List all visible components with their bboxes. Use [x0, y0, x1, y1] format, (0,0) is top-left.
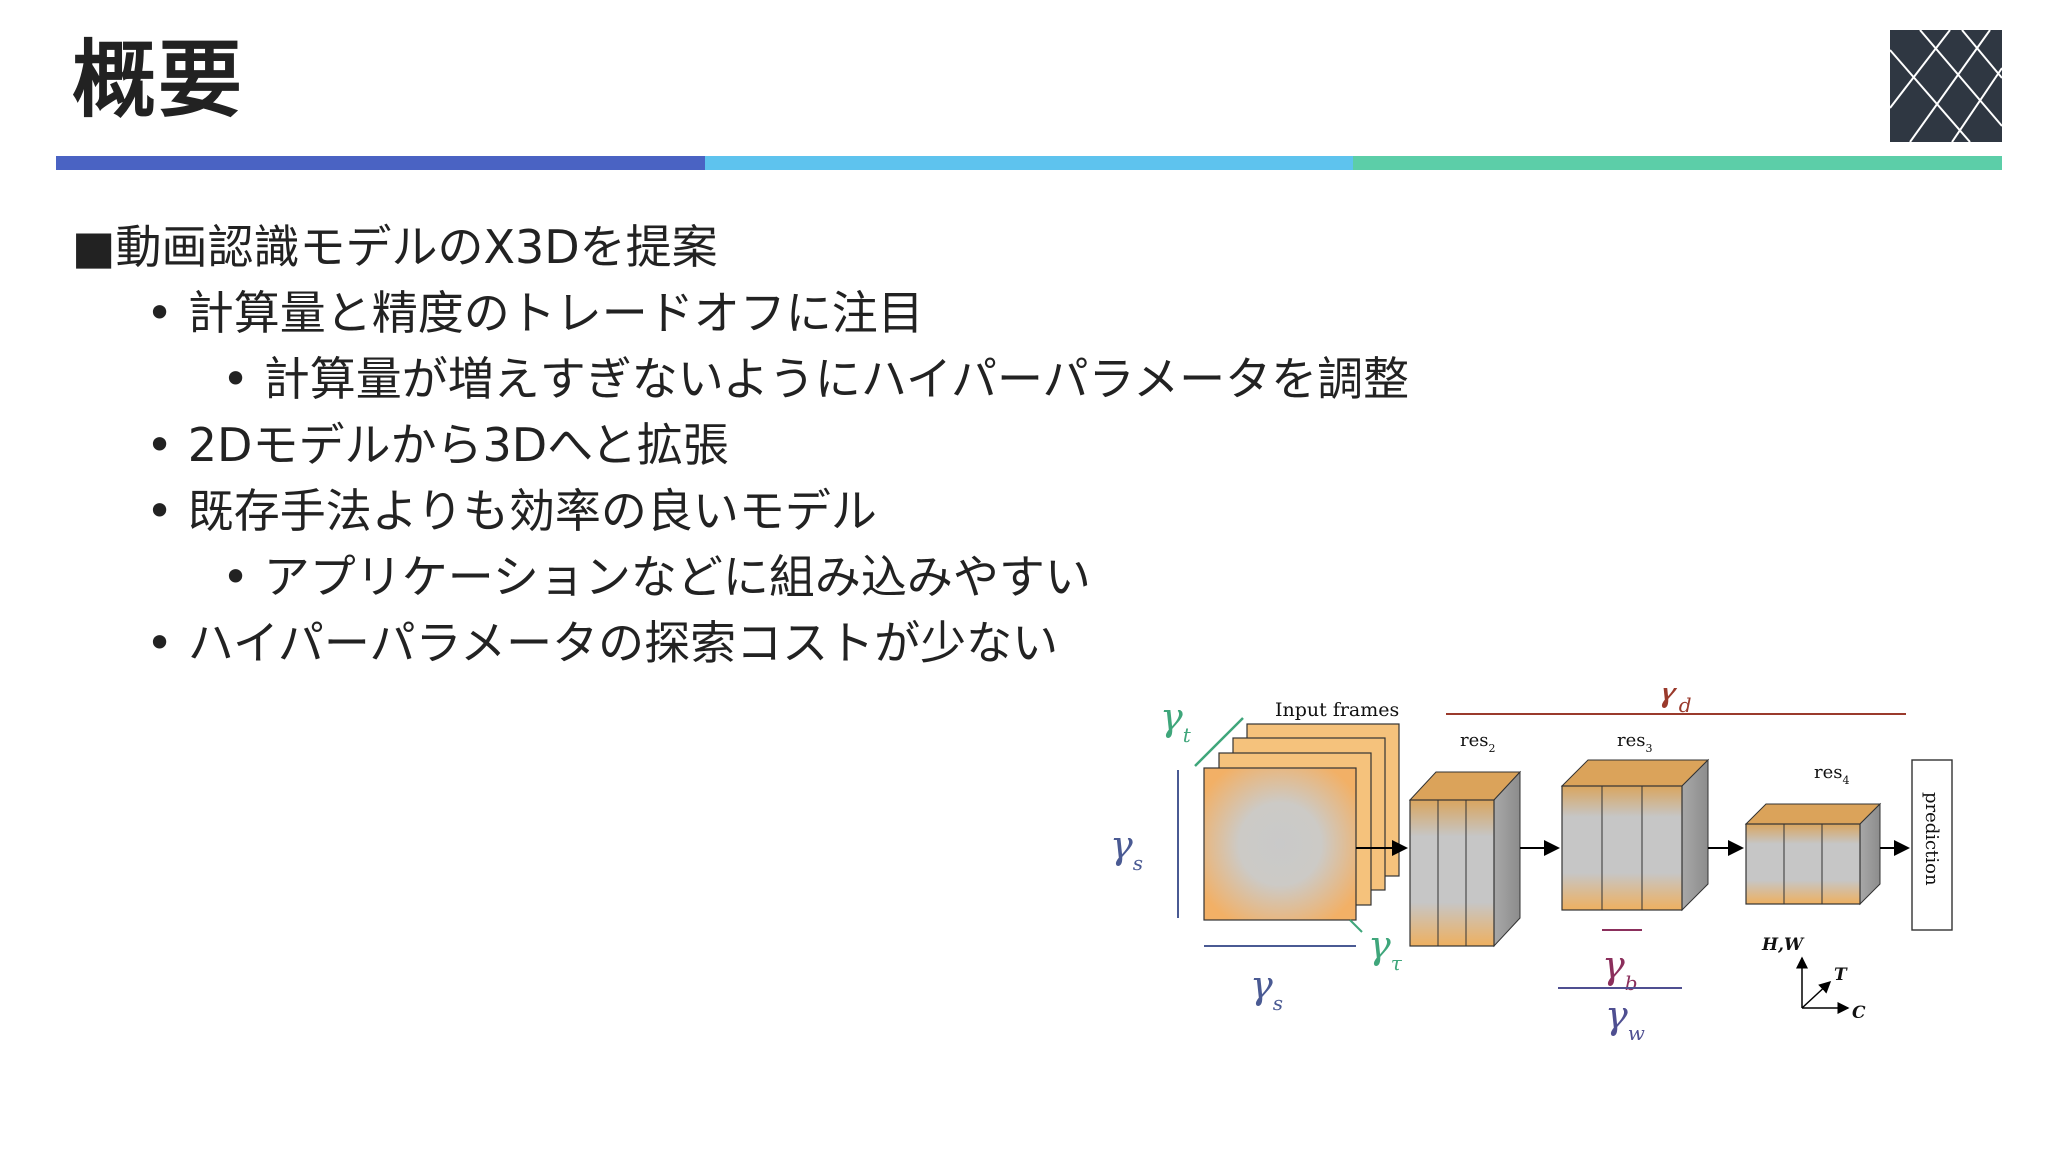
res3-label: res3: [1617, 730, 1653, 755]
gamma-s-vertical-label: γs: [1110, 823, 1143, 875]
res4-label: res4: [1814, 762, 1850, 787]
header-color-bar: [56, 156, 2003, 170]
x3d-architecture-figure: Input frames γt γs γs γτ res2 γd res3 γb…: [1110, 688, 1953, 1045]
bullet-item: ハイパーパラメータの探索コストが少ない: [72, 610, 1472, 676]
gamma-tau-label: γτ: [1368, 923, 1403, 975]
gamma-tau-dimension: [1349, 919, 1363, 933]
slide-title: 概要: [72, 31, 245, 129]
bullet-item: 既存手法よりも効率の良いモデル: [72, 478, 1472, 544]
prediction-box: [1911, 759, 1953, 931]
bullet-list: 動画認識モデルのX3Dを提案 計算量と精度のトレードオフに注目 計算量が増えすぎ…: [72, 214, 1472, 676]
bullet-item: アプリケーションなどに組み込みやすい: [72, 544, 1472, 610]
res2-label: res2: [1460, 730, 1496, 755]
res4-block: [1744, 802, 1882, 906]
res3-block: [1560, 758, 1710, 912]
bullet-item: 2Dモデルから3Dへと拡張: [72, 412, 1472, 478]
bullet-item: 動画認識モデルのX3Dを提案: [72, 214, 1472, 280]
res2-block: [1408, 770, 1522, 948]
gamma-t-label: γt: [1160, 695, 1192, 747]
prediction-label: prediction: [1921, 792, 1942, 886]
bullet-item: 計算量と精度のトレードオフに注目: [72, 280, 1472, 346]
input-frames: [1203, 723, 1400, 921]
axis-label-t: T: [1834, 965, 1848, 985]
input-frames-label: Input frames: [1275, 699, 1399, 721]
bullet-item: 計算量が増えすぎないようにハイパーパラメータを調整: [72, 346, 1472, 412]
logo-icon: [1890, 30, 2002, 142]
axes-glyph: [1796, 956, 1850, 1014]
bar-segment-cyan: [704, 156, 1354, 170]
gamma-w-label: γw: [1605, 993, 1645, 1045]
bar-segment-blue: [56, 156, 705, 170]
gamma-t-dimension: [1194, 717, 1244, 767]
bar-segment-green: [1353, 156, 2003, 170]
gamma-s-horizontal-label: γs: [1250, 963, 1283, 1015]
axis-label-hw: H,W: [1761, 935, 1805, 955]
axis-label-c: C: [1852, 1003, 1866, 1023]
gamma-d-label: γd: [1656, 688, 1692, 717]
logo-background: [1890, 30, 2002, 142]
